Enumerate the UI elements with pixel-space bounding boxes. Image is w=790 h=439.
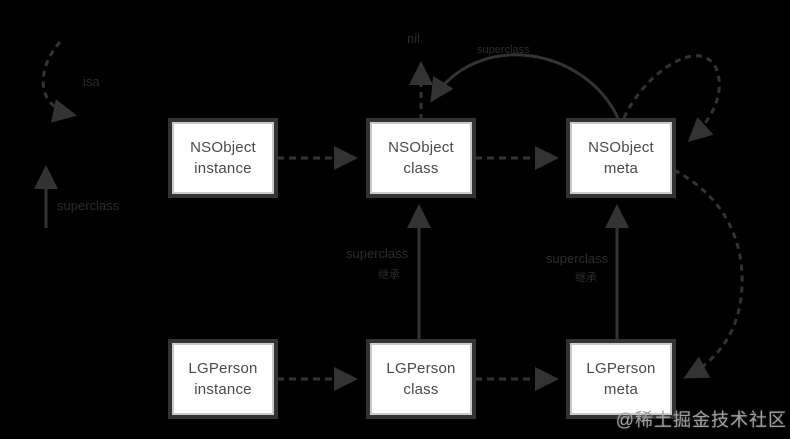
node-nsobject-class: NSObject class: [370, 122, 472, 194]
node-label: NSObject: [588, 139, 654, 156]
superclass-label-right: superclass: [546, 251, 609, 266]
legend-isa-arrow: [41, 40, 77, 123]
node-label: LGPerson: [188, 360, 258, 377]
node-lgperson-class: LGPerson class: [370, 343, 472, 415]
superclass-label-left: superclass: [346, 246, 409, 261]
node-label: NSObject: [388, 139, 454, 156]
node-label: meta: [603, 381, 639, 398]
superclass-sublabel-left: 继承: [378, 269, 400, 281]
node-label: instance: [194, 381, 252, 398]
node-lgperson-instance: LGPerson instance: [172, 343, 274, 415]
node-label: NSObject: [190, 139, 256, 156]
node-label: LGPerson: [586, 360, 656, 377]
node-lgperson-meta: LGPerson meta: [570, 343, 672, 415]
node-label: LGPerson: [386, 360, 456, 377]
node-label: class: [403, 160, 439, 177]
isa-arc-meta-right-loop: [673, 168, 744, 379]
node-label: instance: [194, 160, 252, 177]
node-nsobject-instance: NSObject instance: [172, 122, 274, 194]
superclass-arc-label: superclass: [477, 44, 530, 56]
legend-superclass-label: superclass: [57, 198, 120, 213]
node-label: meta: [603, 160, 639, 177]
node-nsobject-meta: NSObject meta: [570, 122, 672, 194]
legend-isa-label: isa: [83, 74, 100, 89]
juejin-watermark: @稀土掘金技术社区: [615, 410, 787, 430]
superclass-sublabel-right: 继承: [575, 272, 597, 284]
superclass-arc-nsobject-meta-to-nsobject-class: [430, 53, 620, 119]
node-label: class: [403, 381, 439, 398]
nil-label: nil: [407, 31, 421, 46]
